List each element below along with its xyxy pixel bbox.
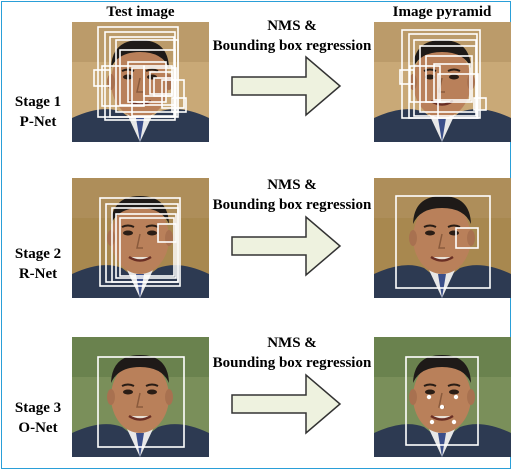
detection-box: [127, 61, 167, 103]
header-test-image: Test image: [106, 4, 175, 20]
landmark-point: [439, 404, 445, 410]
stage-1-net: P-Net: [19, 114, 57, 130]
stage-3-net: O-Net: [18, 420, 58, 436]
detection-box: [119, 217, 175, 277]
landmark-point: [426, 394, 432, 400]
stage-3-title: Stage 3: [14, 400, 62, 416]
detection-box: [171, 97, 187, 113]
stage-3-nms: NMS &: [267, 335, 317, 351]
detection-box: [455, 227, 479, 249]
detection-box: [405, 356, 479, 446]
stage-1-test-image: [72, 22, 209, 142]
stage-2-bbr: Bounding box regression: [212, 197, 372, 213]
stage-3-arrow: [231, 373, 342, 435]
detection-box: [399, 69, 415, 85]
detection-box: [157, 223, 177, 243]
stage-1-arrow: [231, 55, 342, 117]
stage-1-bbr: Bounding box regression: [212, 38, 372, 54]
detection-box: [161, 79, 185, 109]
detection-box: [395, 195, 491, 289]
stage-1-operation: NMS & Bounding box regression: [197, 16, 387, 56]
detection-box: [425, 55, 473, 103]
stage-3-label: Stage 3 O-Net: [3, 398, 73, 438]
stage-1-label: Stage 1 P-Net: [3, 92, 73, 132]
detection-box: [97, 356, 185, 448]
detection-box: [153, 77, 173, 97]
detection-box: [419, 45, 477, 113]
stage-2-net: R-Net: [18, 266, 58, 282]
stage-2-title: Stage 2: [14, 246, 62, 262]
stage-3-bbr: Bounding box regression: [212, 355, 372, 371]
detection-box: [101, 65, 145, 107]
landmark-point: [451, 419, 457, 425]
stage-1-pyramid-image: [374, 22, 511, 142]
stage-2-pyramid-image: [374, 178, 511, 298]
detection-box: [433, 63, 471, 101]
detection-box: [131, 67, 177, 117]
detection-box: [99, 197, 181, 287]
stage-2-nms: NMS &: [267, 177, 317, 193]
stage-3-test-image: [72, 337, 209, 457]
detection-box: [437, 73, 479, 119]
stage-1-title: Stage 1: [14, 94, 62, 110]
landmark-point: [429, 419, 435, 425]
detection-box: [115, 39, 179, 113]
detection-box: [409, 65, 441, 103]
detection-box: [119, 49, 176, 106]
stage-3-pyramid-image: [374, 337, 511, 457]
stage-2-operation: NMS & Bounding box regression: [197, 175, 387, 215]
landmark-point: [453, 394, 459, 400]
stage-2-test-image: [72, 178, 209, 298]
detection-box: [473, 97, 487, 111]
stage-1-nms: NMS &: [267, 18, 317, 34]
header-image-pyramid: Image pyramid: [392, 4, 492, 20]
stage-3-operation: NMS & Bounding box regression: [197, 333, 387, 373]
stage-2-arrow: [231, 215, 342, 277]
detection-box: [111, 207, 179, 283]
stage-2-label: Stage 2 R-Net: [3, 244, 73, 284]
detection-box: [115, 213, 177, 279]
